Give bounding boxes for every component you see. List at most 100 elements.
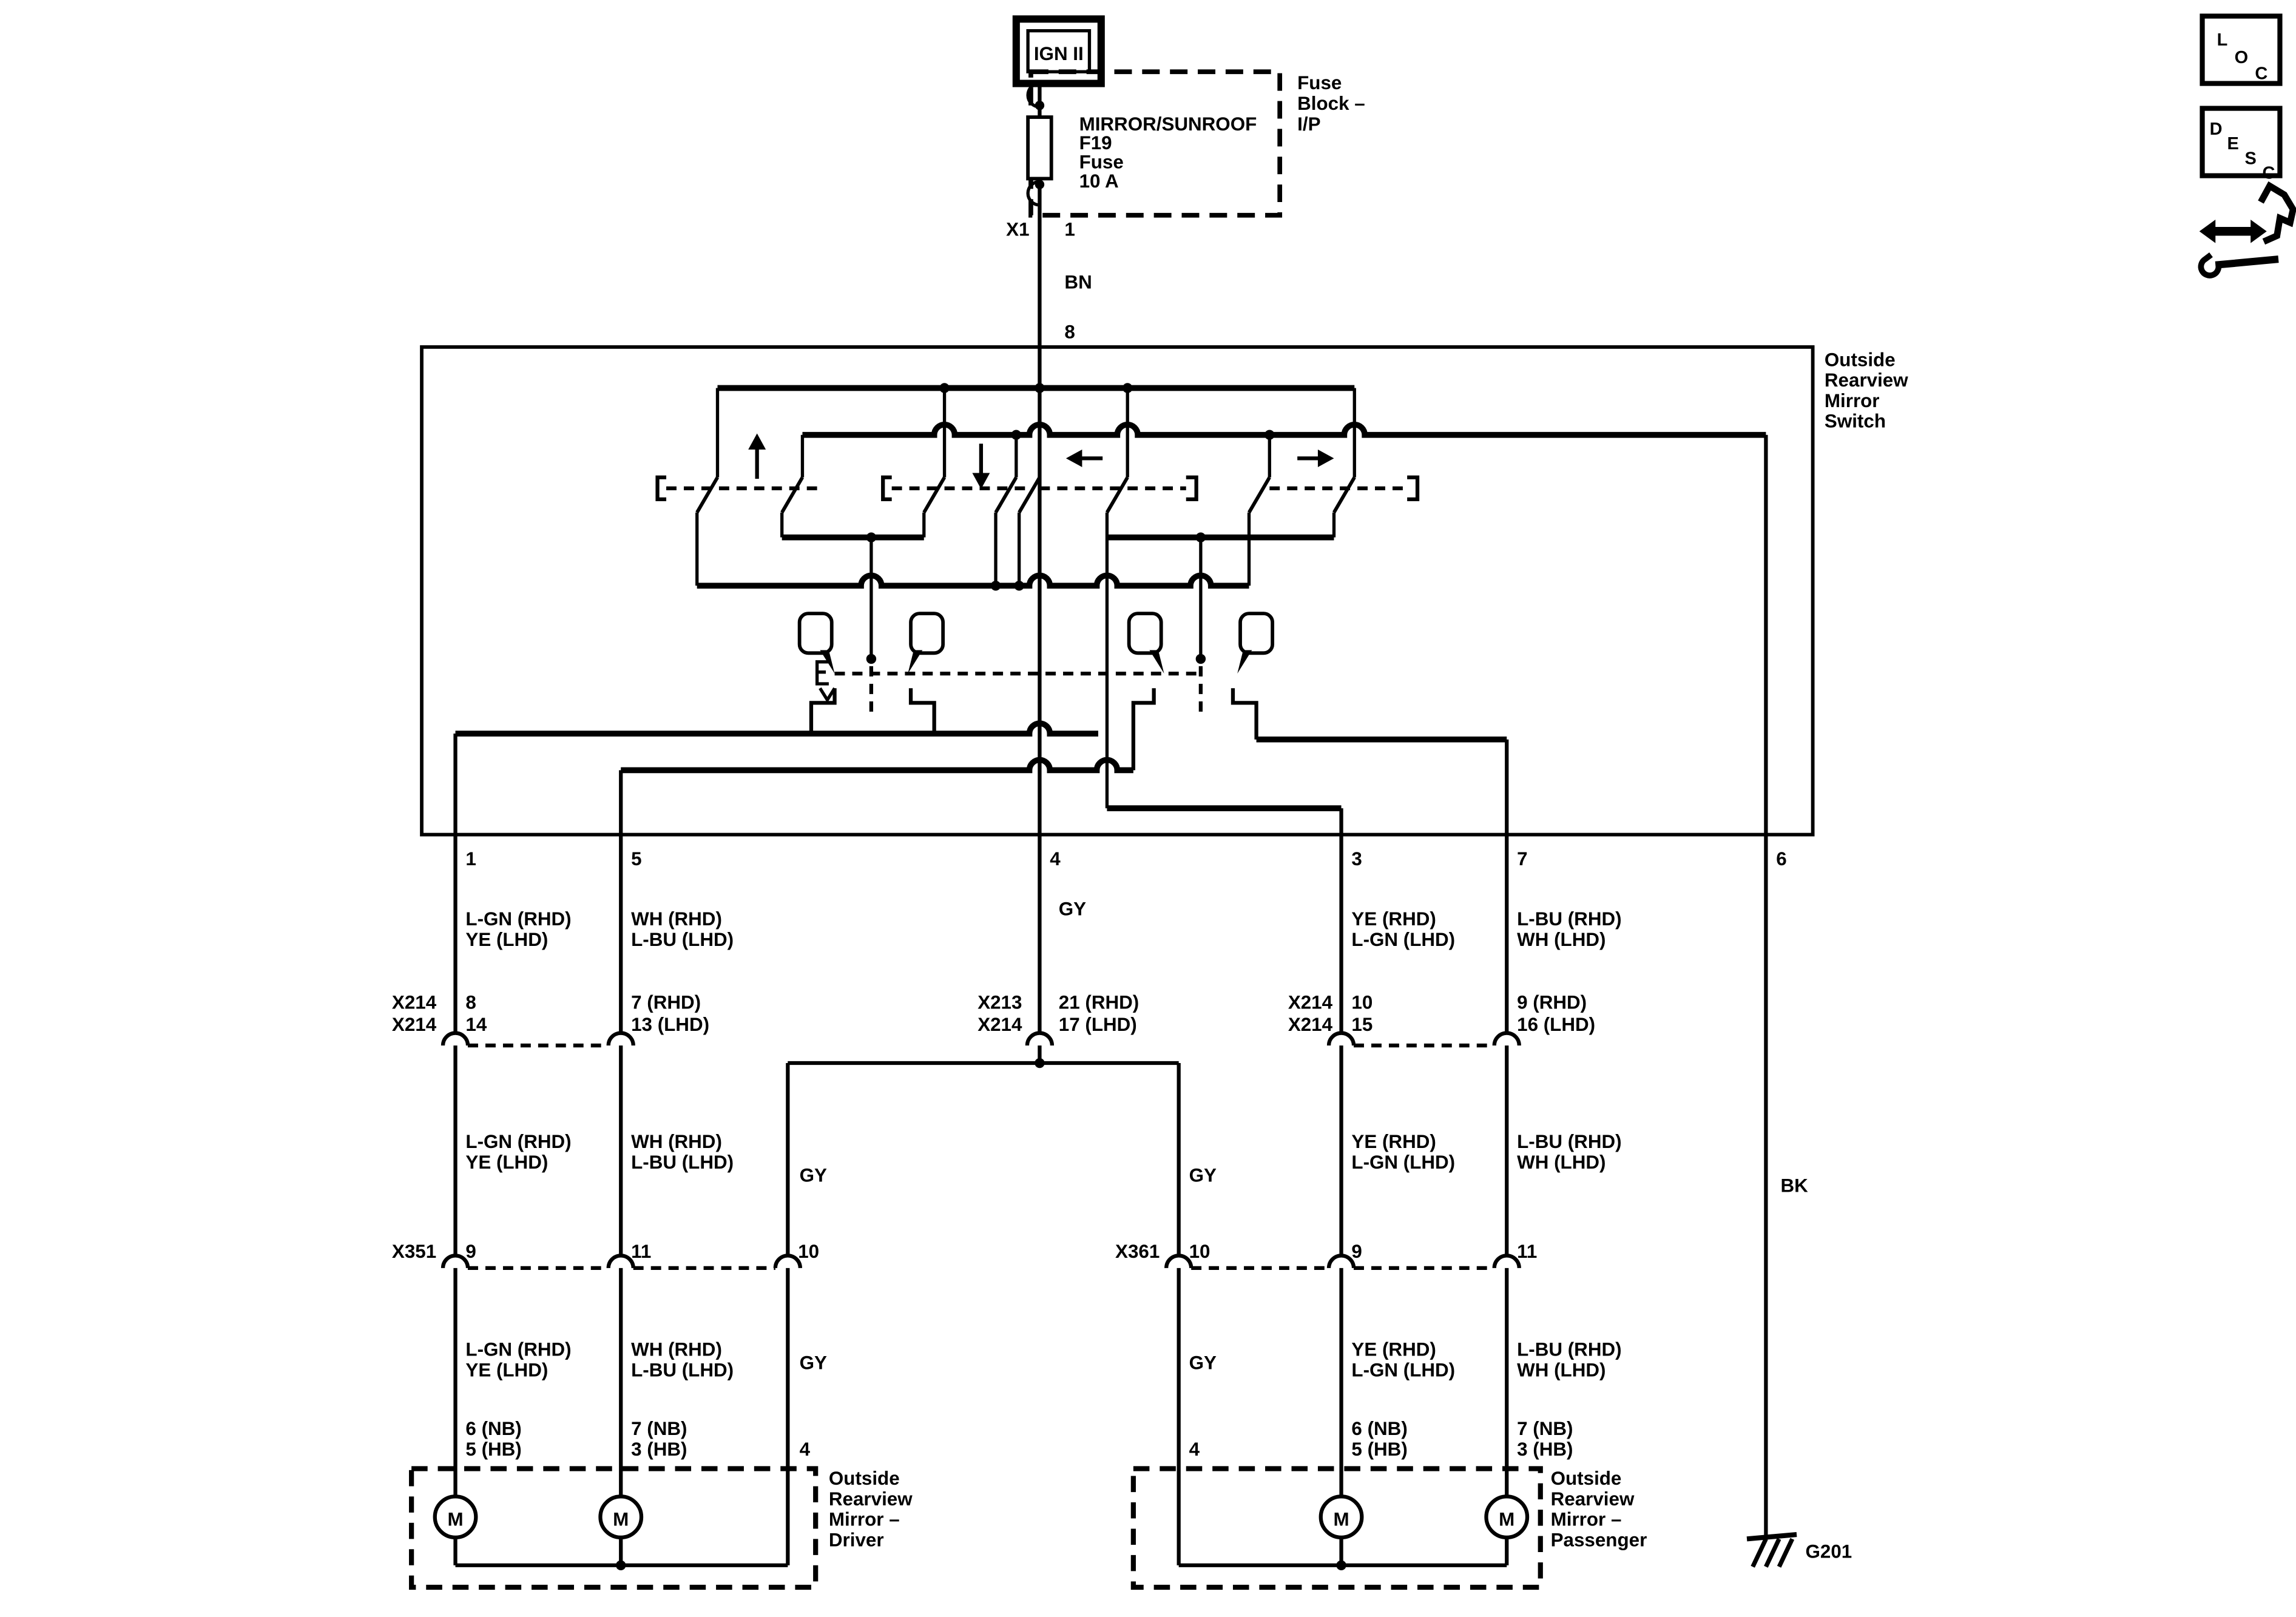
c1-lhd-r2: YE (LHD) [465, 1152, 548, 1173]
passenger-mirror-icons [1127, 612, 1275, 674]
x351-pin-11: 11 [631, 1241, 651, 1262]
left-arrow-icon [1065, 449, 1103, 467]
driver-mirror-box [409, 1466, 819, 1590]
loc-letter-c: C [2255, 64, 2267, 83]
passenger-motor1-pin-nb: 6 (NB) [1351, 1418, 1407, 1439]
junction-dots [866, 383, 1275, 664]
actuator-bracket-right-icons [1186, 475, 1420, 502]
ground-label: G201 [1806, 1541, 1852, 1562]
tool-arrow-head-right [2250, 219, 2267, 243]
blade-feed-wires [715, 388, 1356, 478]
pin-6: 6 [1776, 848, 1786, 869]
desc-hotlink[interactable]: D E S C [2200, 106, 2283, 183]
c1-lhd-r1: YE (LHD) [465, 929, 548, 950]
passenger-motor1-pin-hb: 5 (HB) [1351, 1439, 1407, 1460]
x214r-name-1: X214 [1288, 992, 1333, 1013]
x351-pin-10: 10 [798, 1241, 819, 1262]
driver-motor2-pin-hb: 3 (HB) [631, 1439, 687, 1460]
driver-name-3: Mirror – [829, 1509, 900, 1530]
driver-mirror-assembly: M M Outside Rearview Mirror – Driver [409, 1466, 913, 1590]
mirror-switch-box: Outside Rearview Mirror Switch [420, 345, 1908, 837]
switch-name-2: Rearview [1825, 370, 1908, 391]
up-arrow-icon [748, 433, 766, 479]
c2-lhd-r1: L-BU (LHD) [631, 929, 734, 950]
desc-box[interactable] [2200, 106, 2283, 178]
c2-lhd-r2: L-BU (LHD) [631, 1152, 734, 1173]
c2-rhd-r3: WH (RHD) [631, 1339, 722, 1360]
x213-name-2: X214 [977, 1014, 1022, 1035]
ground-hatch-icon [1751, 1538, 1795, 1568]
c4-rhd-r2: L-BU (RHD) [1517, 1131, 1621, 1152]
c4-lhd-r1: WH (LHD) [1517, 929, 1606, 950]
driver-pickoff-steps [809, 688, 936, 734]
c1-rhd-r3: L-GN (RHD) [465, 1339, 571, 1360]
x214l-pin-b1: 7 (RHD) [631, 992, 701, 1013]
bk-label: BK [1781, 1175, 1809, 1196]
gy-passenger-r3: GY [1189, 1352, 1217, 1373]
c4-rhd-r3: L-BU (RHD) [1517, 1339, 1621, 1360]
fuse-block-box [1028, 69, 1283, 218]
passenger-gy-pin: 4 [1189, 1439, 1200, 1460]
x214r-pin-a1: 10 [1351, 992, 1373, 1013]
fuse-clip-bottom-dot [1035, 180, 1045, 189]
pin-3: 3 [1351, 848, 1362, 869]
loc-box[interactable] [2200, 13, 2283, 86]
loc-hotlink[interactable]: L O C [2200, 13, 2283, 86]
remove-replace-tool-icon[interactable] [2198, 181, 2296, 279]
fuse-block-name-1: Fuse [1297, 72, 1342, 93]
passenger-name-1: Outside [1551, 1468, 1622, 1489]
passenger-motor2-pin-hb: 3 (HB) [1517, 1439, 1573, 1460]
x214r-name-2: X214 [1288, 1014, 1333, 1035]
gy-driver-r3: GY [800, 1352, 827, 1373]
x351-name: X351 [392, 1241, 436, 1262]
fuse-id: F19 [1079, 132, 1112, 154]
driver-motor1-pin-nb: 6 (NB) [465, 1418, 521, 1439]
wire-color-labels-row3: L-GN (RHD) YE (LHD) WH (RHD) L-BU (LHD) … [465, 1339, 1621, 1460]
switch-outline [420, 345, 1815, 837]
pin-7: 7 [1517, 848, 1527, 869]
feed-wire-color: BN [1064, 271, 1092, 292]
fuse-block-name-2: Block – [1297, 93, 1365, 114]
c3-rhd-r3: YE (RHD) [1351, 1339, 1436, 1360]
ign-label: IGN II [1034, 43, 1084, 64]
tool-wrench-handle [2215, 255, 2279, 269]
passenger-mirror-assembly: M M Outside Rearview Mirror – Passenger [1130, 1466, 1647, 1590]
cross-rail [697, 572, 1249, 589]
x214r-pin-b2: 16 (LHD) [1517, 1014, 1595, 1035]
c4-rhd-r1: L-BU (RHD) [1517, 908, 1621, 930]
fuse-clip-top-dot [1035, 101, 1045, 110]
switch-blades [695, 476, 1356, 514]
actuator-bracket-left-icons [655, 475, 892, 502]
wire-color-labels-row1: L-GN (RHD) YE (LHD) WH (RHD) L-BU (LHD) … [465, 898, 1621, 950]
fuse-type: Fuse [1079, 152, 1124, 173]
passenger-pickoff-steps [1131, 688, 1258, 771]
gy-tee-dot [1035, 1058, 1045, 1068]
c3-lhd-r1: L-GN (LHD) [1351, 929, 1455, 950]
x214l-pin-b2: 13 (LHD) [631, 1014, 709, 1035]
driver-name-1: Outside [829, 1468, 900, 1489]
return-rail [802, 422, 1766, 438]
x214l-name-2: X214 [392, 1014, 437, 1035]
fuse-rating: 10 A [1079, 170, 1119, 192]
driver-motor1-pin-hb: 5 (HB) [465, 1439, 521, 1460]
wire-color-labels-row2: L-GN (RHD) YE (LHD) WH (RHD) L-BU (LHD) … [465, 1131, 1808, 1196]
x213-pin-2: 17 (LHD) [1059, 1014, 1137, 1035]
driver-mirror-icons [797, 612, 945, 674]
driver-name-2: Rearview [829, 1488, 913, 1510]
right-arrow-icon [1297, 449, 1334, 467]
connector-row-x214: X214 X214 8 14 7 (RHD) 13 (LHD) X213 X21… [392, 992, 1595, 1048]
passenger-motor-2-letter: M [1499, 1509, 1514, 1530]
pin-1: 1 [465, 848, 476, 869]
fuse-symbol [1026, 115, 1053, 181]
x361-name: X361 [1115, 1241, 1160, 1262]
x351-pin-9: 9 [465, 1241, 476, 1262]
pin-4: 4 [1050, 848, 1061, 869]
fuse-exit-pin: 1 [1064, 219, 1075, 240]
desc-letter-c: C [2262, 163, 2275, 183]
pin-drop-wires [453, 734, 1509, 835]
c1-rhd-r1: L-GN (RHD) [465, 908, 571, 930]
gy-driver-r2: GY [800, 1164, 827, 1186]
hotlink-icons: L O C D E S C [2198, 13, 2296, 279]
